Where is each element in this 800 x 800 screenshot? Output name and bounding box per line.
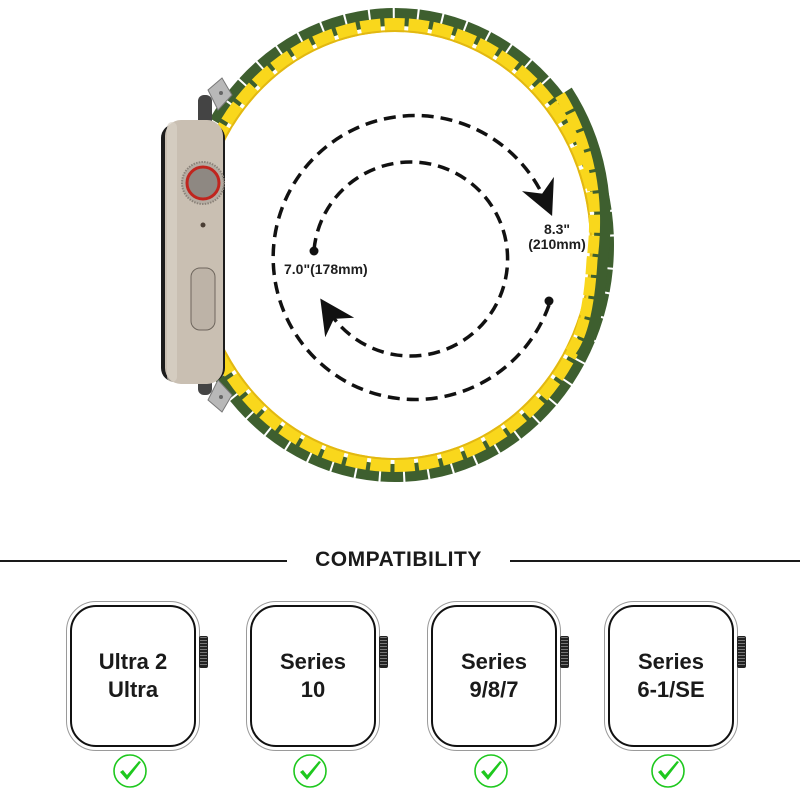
product-hero: 7.0"(178mm) 8.3" (210mm) bbox=[161, 8, 614, 482]
model-name-line2: 6-1/SE bbox=[637, 677, 705, 702]
outer-size-label: 8.3" (210mm) bbox=[521, 222, 593, 252]
divider-right bbox=[510, 560, 800, 562]
band-illustration bbox=[161, 8, 614, 482]
model-name-line1: Series bbox=[460, 649, 528, 674]
model-name-line1: Series bbox=[279, 649, 347, 674]
compat-card-series-10: Series 10 bbox=[238, 595, 388, 795]
watch-outline-icon: Series 6-1/SE bbox=[604, 601, 746, 751]
crown-icon bbox=[379, 636, 388, 668]
green-check-icon bbox=[113, 754, 147, 788]
green-check-icon bbox=[293, 754, 327, 788]
crown-icon bbox=[737, 636, 746, 668]
watch-outline-icon: Ultra 2 Ultra bbox=[66, 601, 208, 751]
crown-icon bbox=[560, 636, 569, 668]
outer-size-mm: (210mm) bbox=[528, 236, 586, 252]
model-name-line2: 10 bbox=[300, 677, 326, 702]
model-name-line1: Series bbox=[637, 649, 705, 674]
compat-card-series-9-8-7: Series 9/8/7 bbox=[419, 595, 569, 795]
watch-outline-icon: Series 9/8/7 bbox=[427, 601, 569, 751]
model-name-line2: Ultra bbox=[107, 677, 159, 702]
model-name-line1: Ultra 2 bbox=[98, 649, 168, 674]
magnetic-band bbox=[176, 8, 614, 482]
compat-card-series-6-1-se: Series 6-1/SE bbox=[596, 595, 746, 795]
compatibility-title: COMPATIBILITY bbox=[315, 548, 482, 571]
compatibility-list: Ultra 2 Ultra Series 10 Series 9/8/7 bbox=[0, 595, 800, 795]
compatibility-header: COMPATIBILITY bbox=[0, 545, 800, 575]
outer-size-inches: 8.3" bbox=[543, 221, 571, 237]
watch-outline-icon: Series 10 bbox=[246, 601, 388, 751]
inner-size-arc bbox=[312, 160, 510, 358]
watch-side-view bbox=[161, 77, 233, 413]
inner-size-label: 7.0"(178mm) bbox=[284, 261, 368, 277]
crown-icon bbox=[199, 636, 208, 668]
outer-size-arc bbox=[271, 113, 554, 402]
compat-card-ultra: Ultra 2 Ultra bbox=[58, 595, 208, 795]
green-check-icon bbox=[651, 754, 685, 788]
model-name-line2: 9/8/7 bbox=[469, 677, 519, 702]
green-check-icon bbox=[474, 754, 508, 788]
divider-left bbox=[0, 560, 287, 562]
